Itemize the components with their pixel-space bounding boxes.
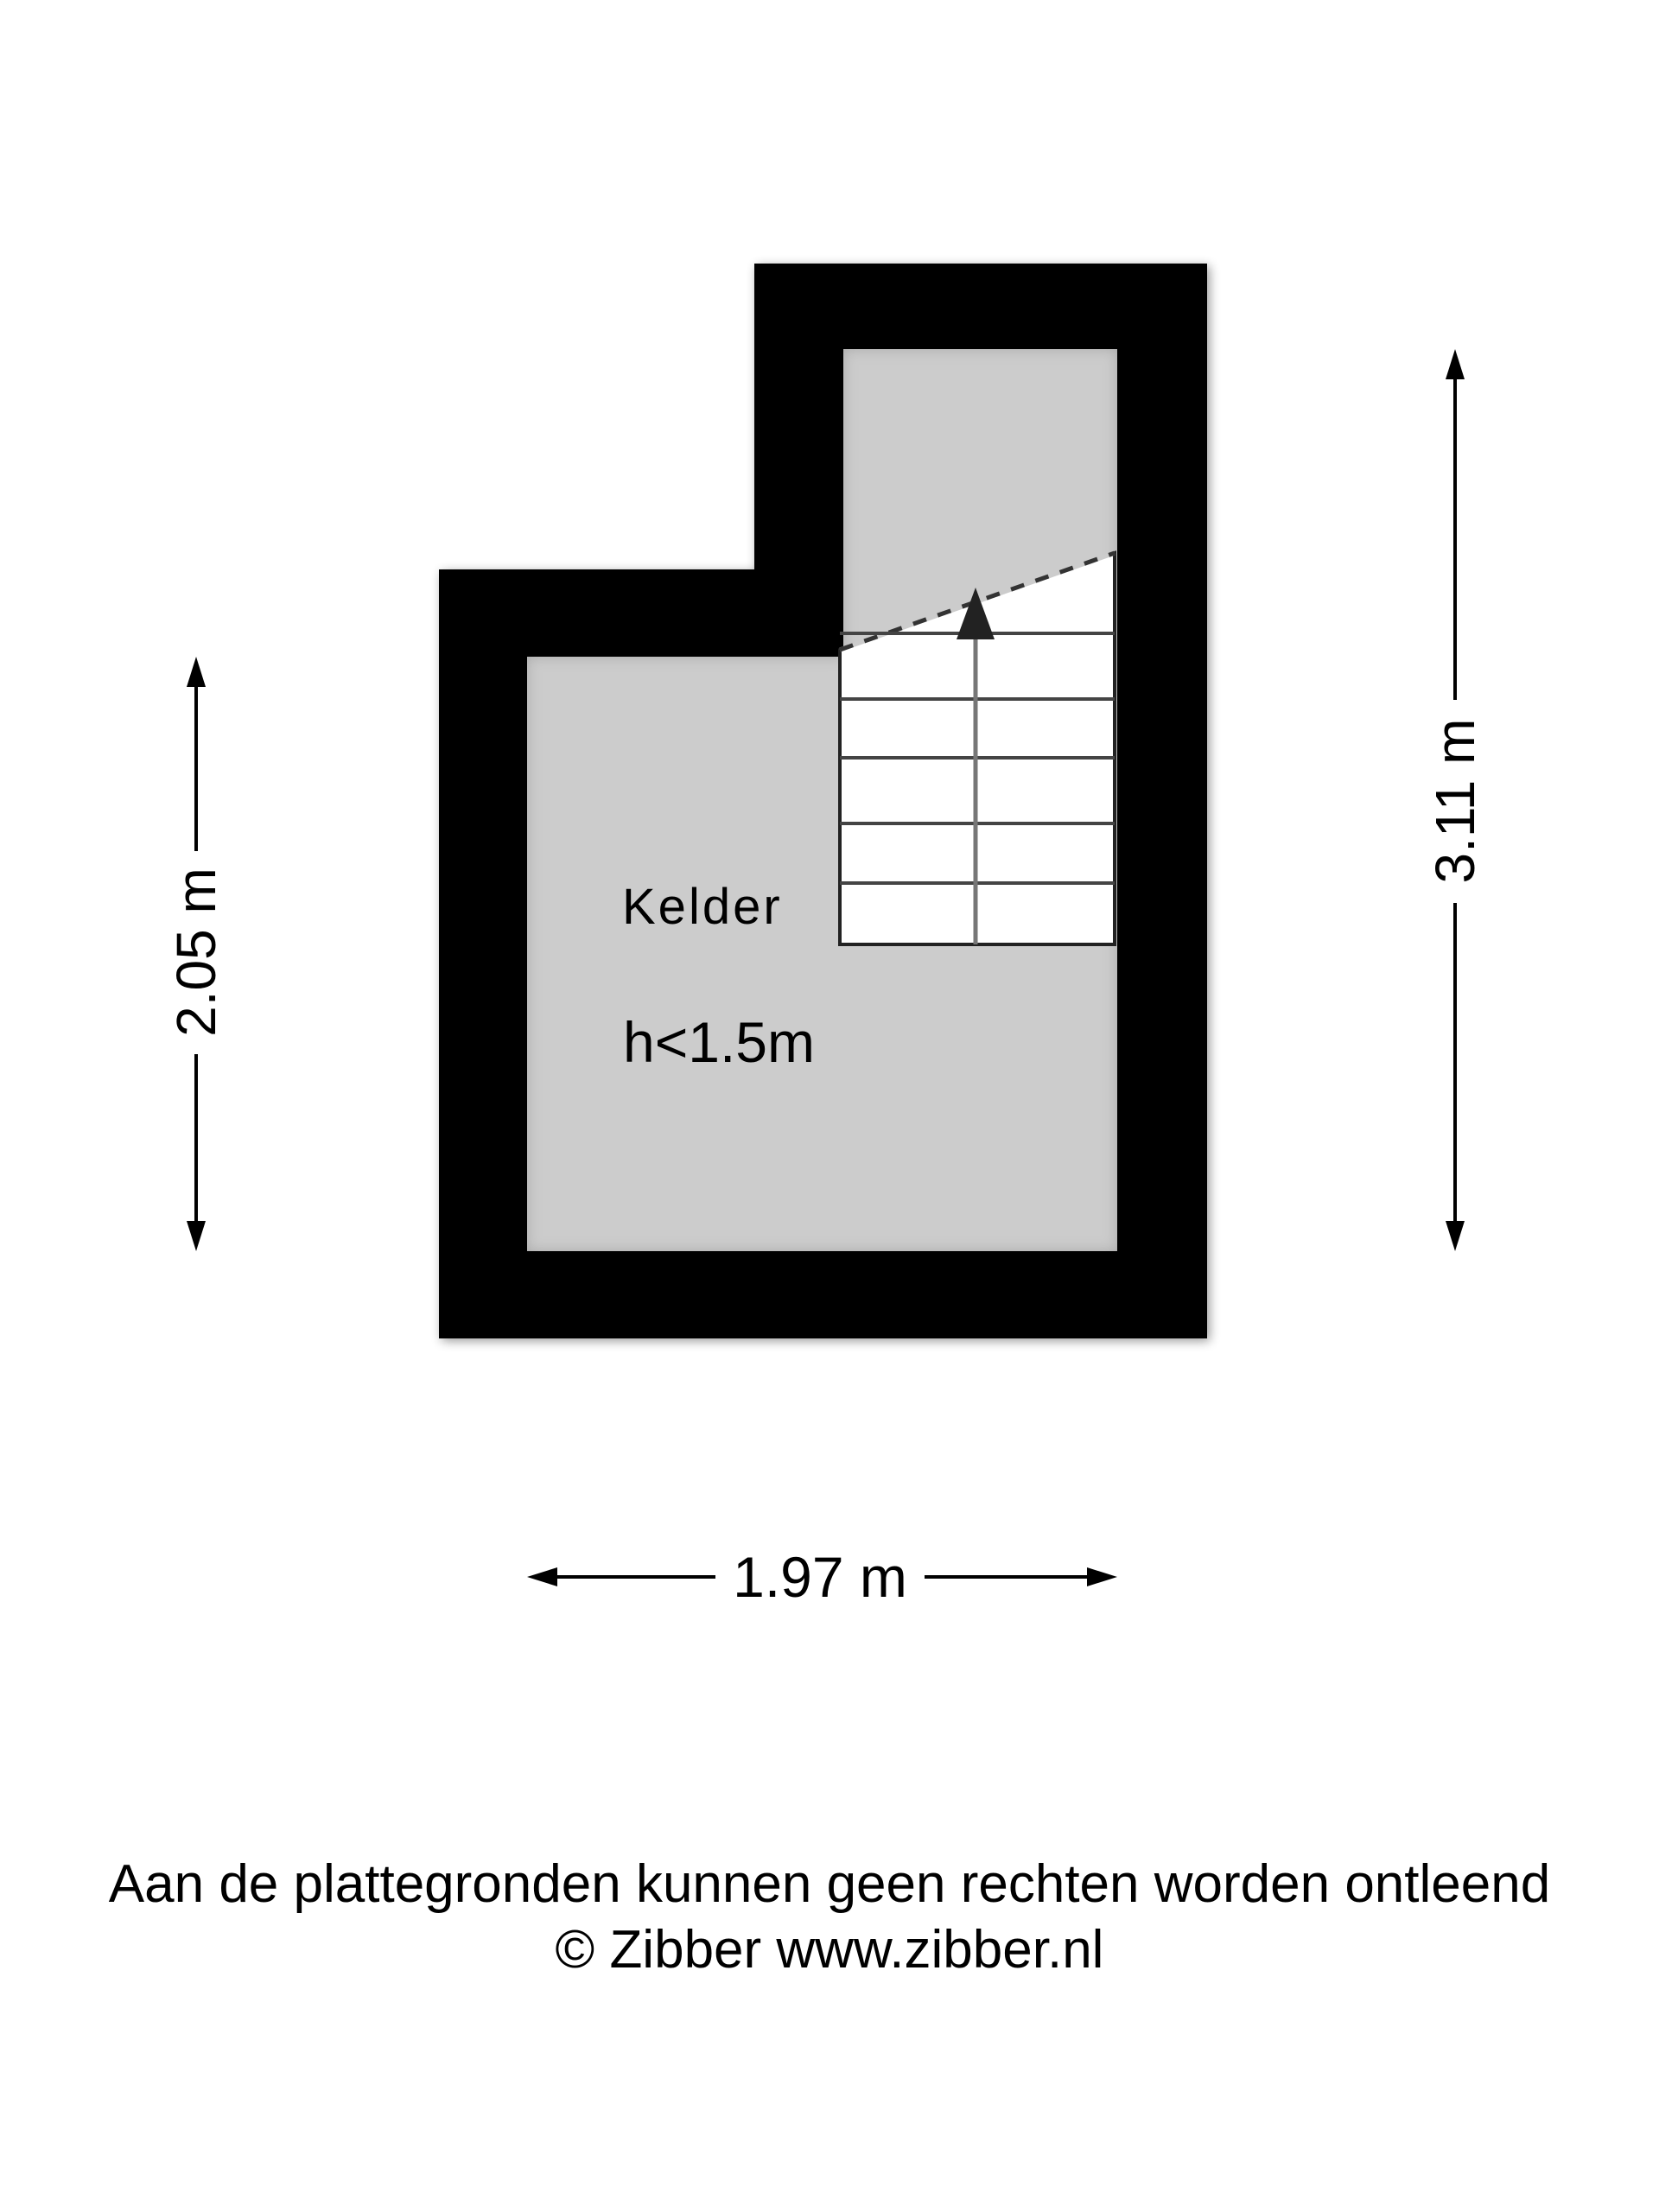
dimension-left bbox=[187, 657, 206, 1251]
room-label: Kelder bbox=[622, 879, 783, 935]
stair-direction-arrow-icon bbox=[957, 588, 995, 639]
stair-cutoff-line bbox=[839, 550, 1116, 652]
room-floor-kelder bbox=[527, 349, 1117, 1251]
dimension-bottom-label: 1.97 m bbox=[733, 1545, 907, 1609]
disclaimer-text: Aan de plattegronden kunnen geen rechten… bbox=[108, 1854, 1551, 1914]
staircase bbox=[838, 550, 1116, 946]
dimension-right bbox=[1446, 349, 1465, 1251]
dimension-bottom bbox=[527, 1567, 1117, 1586]
dimension-left-label: 2.05 m bbox=[165, 868, 227, 1037]
dimension-right-label: 3.11 m bbox=[1424, 719, 1486, 884]
copyright-text: © Zibber www.zibber.nl bbox=[555, 1920, 1104, 1980]
room-height-note: h<1.5m bbox=[623, 1010, 815, 1074]
